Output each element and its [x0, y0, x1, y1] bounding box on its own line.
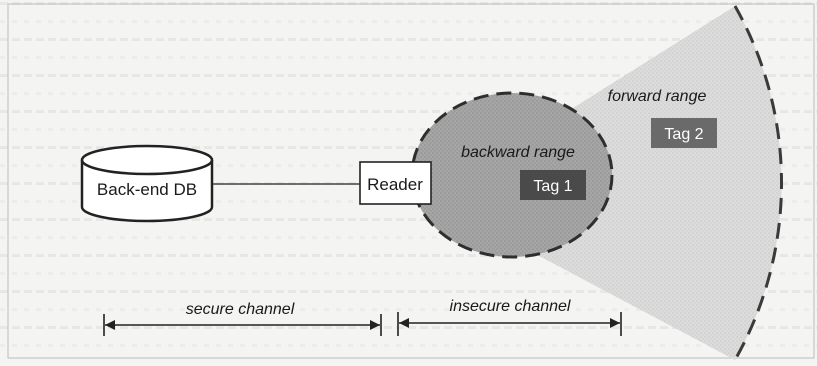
tag1-box — [520, 170, 586, 200]
forward-range-label: forward range — [608, 88, 707, 105]
forward-range-boundary — [733, 5, 784, 361]
tag2-box — [651, 118, 717, 148]
insecure-channel-span — [397, 312, 622, 336]
backward-range-label: backward range — [461, 144, 575, 161]
figure-frame — [7, 3, 815, 359]
secure-channel-label: secure channel — [186, 301, 295, 318]
tag2-label: Tag 2 — [664, 126, 703, 143]
database-icon — [80, 144, 214, 223]
reader-label: Reader — [367, 175, 423, 194]
tag1-label: Tag 1 — [533, 178, 572, 195]
reader-box — [359, 161, 432, 205]
secure-channel-span — [103, 314, 382, 336]
database-label: Back-end DB — [97, 180, 197, 199]
insecure-channel-label: insecure channel — [450, 298, 571, 315]
